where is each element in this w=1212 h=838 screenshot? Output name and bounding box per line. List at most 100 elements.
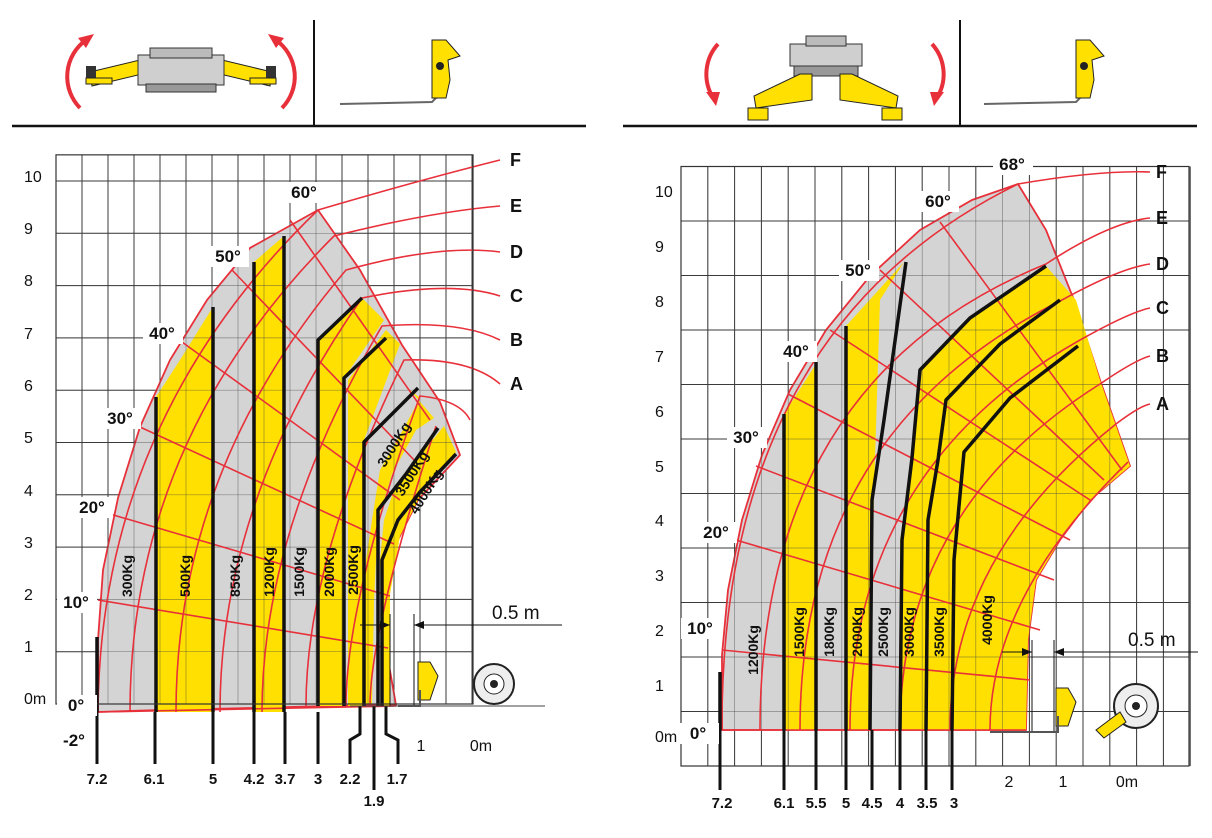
dimension-label: 0.5 m — [492, 603, 540, 624]
y-tick-label: 0m — [24, 691, 46, 708]
extension-arc-label: F — [510, 150, 521, 170]
right-header — [623, 20, 1197, 128]
angle-label-bg — [697, 522, 737, 543]
load-capacity-label: 1200Kg — [261, 547, 277, 597]
reach-distance-label: 5.5 — [806, 795, 827, 812]
angle-label-bg — [993, 154, 1033, 175]
boom-angle-line — [735, 539, 1041, 631]
angle-label-bg — [57, 592, 97, 613]
y-tick-label: 2 — [24, 587, 33, 604]
extension-arc-label: A — [510, 374, 523, 394]
angle-label-bg — [209, 246, 249, 267]
y-tick-label: 9 — [24, 221, 33, 238]
extension-arc — [175, 249, 501, 713]
y-tick-label: 7 — [655, 349, 664, 366]
boom-angle-line — [97, 705, 397, 713]
extension-arc-label: A — [1156, 394, 1169, 414]
rotate-right-arrow-icon — [930, 42, 946, 97]
load-capacity-label: 2500Kg — [345, 545, 361, 595]
load-band — [348, 330, 400, 706]
reach-distance-label: 2.2 — [340, 771, 361, 788]
load-capacity-label: 3500Kg — [931, 607, 947, 657]
left-header — [12, 20, 586, 128]
reach-distance-label: 1.7 — [387, 771, 408, 788]
chassis-stabilisers-raised-icon — [85, 47, 277, 93]
angle-label-bg — [57, 695, 97, 716]
boom-angle-line — [97, 599, 389, 649]
fork-carriage-icon — [398, 661, 439, 707]
reach-distance-label: 6.1 — [774, 795, 795, 812]
grid-frame — [55, 154, 474, 705]
reach-tick — [348, 706, 362, 764]
load-limit-line — [898, 264, 1047, 731]
y-tick-label: 6 — [655, 404, 664, 421]
extension-arc — [989, 461, 1129, 731]
extension-arc — [849, 307, 1151, 731]
load-band — [380, 426, 456, 706]
boom-angle-label: 20° — [703, 523, 729, 542]
y-tick-label: 7 — [24, 326, 33, 343]
y-tick-label: 3 — [24, 535, 33, 552]
extension-arc-label: E — [1156, 208, 1168, 228]
extension-arc — [759, 217, 1151, 731]
load-band — [318, 298, 384, 706]
load-band — [846, 262, 904, 730]
boom-angle-line — [787, 393, 1071, 541]
dimension-label: 0.5 m — [1128, 630, 1176, 651]
load-capacity-label: 2000Kg — [321, 547, 337, 597]
load-capacity-label: 1200Kg — [745, 625, 761, 675]
boom-angle-label: 0° — [690, 724, 706, 743]
y-tick-label: 3 — [655, 568, 664, 585]
reach-distance-label: 7.2 — [87, 771, 108, 788]
boom-angle-line — [139, 426, 395, 545]
load-capacity-label: 3000Kg — [901, 607, 917, 657]
load-limit-line — [376, 427, 440, 706]
extension-arc — [219, 287, 501, 713]
rotate-left-arrow-icon — [704, 42, 720, 97]
extension-arc — [899, 355, 1151, 731]
extension-arc — [97, 159, 501, 713]
y-tick-label: 1 — [24, 639, 33, 656]
load-limit-line — [950, 344, 1080, 731]
y-tick-label: 8 — [655, 294, 664, 311]
y-tick-label: 4 — [655, 513, 664, 530]
extension-arc — [305, 359, 501, 707]
extension-arc-label: B — [1156, 346, 1169, 366]
extension-arc — [721, 170, 1151, 731]
load-capacity-label: 300Kg — [119, 555, 135, 597]
extension-arc — [369, 425, 437, 707]
load-capacity-label: 2000Kg — [849, 607, 865, 657]
boom-angle-line — [231, 269, 417, 463]
boom-angle-label: 50° — [845, 261, 871, 280]
x-tick-label: 1 — [417, 738, 426, 755]
extension-arc — [949, 403, 1151, 731]
load-band — [156, 307, 213, 712]
boom-angle-label: 10° — [63, 593, 89, 612]
y-tick-label: 10 — [24, 169, 42, 186]
load-band — [784, 364, 816, 730]
reach-distance-label: 4.5 — [862, 795, 883, 812]
fork-carriage-icon — [990, 687, 1077, 733]
reach-distance-label: 6.1 — [144, 771, 165, 788]
load-limit-line — [362, 386, 420, 706]
boom-angle-line — [289, 219, 431, 421]
angle-label-bg — [681, 618, 721, 639]
angle-label-bg — [919, 191, 959, 212]
boom-angle-label: 68° — [999, 155, 1025, 174]
angle-label-bg — [73, 497, 113, 518]
reach-distance-label: 5 — [842, 795, 850, 812]
boom-angle-line — [939, 221, 1123, 471]
y-tick-label: 8 — [24, 273, 33, 290]
y-tick-label: 10 — [655, 184, 673, 201]
dimension-arrow — [1022, 648, 1032, 656]
fork-carriage-icon — [983, 39, 1105, 105]
load-capacity-label: 1500Kg — [291, 547, 307, 597]
angle-label-bg — [55, 730, 95, 751]
load-limit-line — [380, 452, 458, 706]
rotate-right-arrow-icon — [274, 38, 297, 110]
x-tick-label: 0m — [470, 738, 492, 755]
extension-arc-label: E — [510, 196, 522, 216]
wheel-icon — [1095, 683, 1159, 739]
